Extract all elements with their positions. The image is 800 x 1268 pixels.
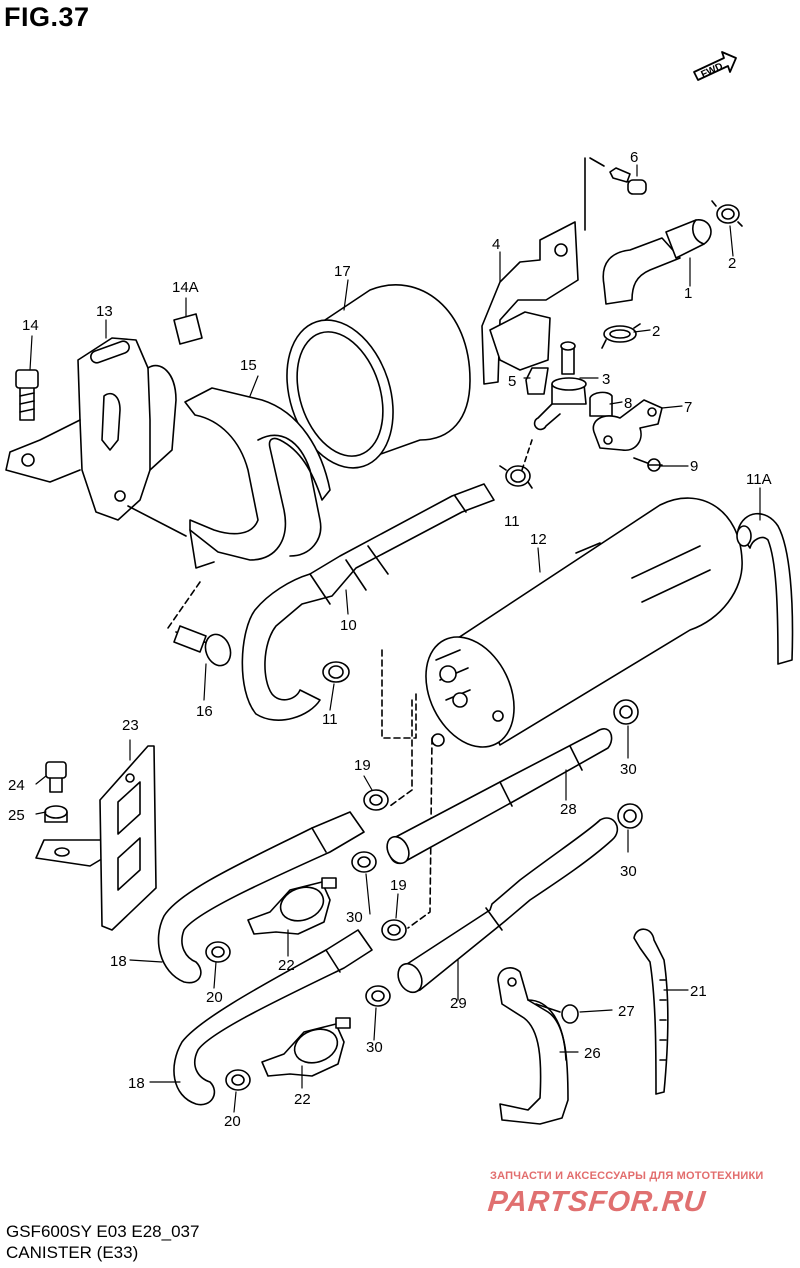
- part-24-bolt: [45, 761, 67, 793]
- part-30-clamp: [617, 803, 643, 829]
- part-20-clamp: [205, 941, 231, 963]
- callout-19: 19: [354, 757, 371, 774]
- callout-27: 27: [618, 1003, 635, 1020]
- callout-2: 2: [728, 255, 736, 272]
- callout-30: 30: [620, 863, 637, 880]
- part-21-cable-tie: [633, 928, 669, 1095]
- leader-dashed: [167, 581, 201, 629]
- callout-16: 16: [196, 703, 213, 720]
- part-15-bracket: [184, 387, 331, 569]
- part-26-holder: [497, 967, 569, 1125]
- callout-24: 24: [8, 777, 25, 794]
- part-16-screw: [173, 625, 232, 667]
- part-18-hose: [157, 811, 365, 984]
- callout-11A: 11A: [746, 471, 772, 488]
- leader-line: [127, 505, 187, 537]
- part-13-bracket: [5, 337, 177, 521]
- callout-21: 21: [690, 983, 707, 1000]
- part-30-clamp: [365, 985, 391, 1007]
- callout-22: 22: [278, 957, 295, 974]
- part-8-clamp: [589, 391, 613, 417]
- callout-22: 22: [294, 1091, 311, 1108]
- callout-4: 4: [492, 236, 500, 253]
- callout-12: 12: [530, 531, 547, 548]
- part-10-hose: [241, 483, 495, 721]
- callout-9: 9: [690, 458, 698, 475]
- callout-11: 11: [322, 711, 338, 728]
- part-4-bracket: [481, 157, 586, 385]
- part-17-cover: [286, 284, 471, 469]
- callout-3: 3: [602, 371, 610, 388]
- callout-23: 23: [122, 717, 139, 734]
- callout-labels: 6 2 1 2 4 3 5 8 7 9 11 17 15 13 14A 14 1…: [8, 149, 772, 1130]
- part-14A-cap: [173, 313, 203, 345]
- part-29-hose: [397, 817, 618, 994]
- part-12-canister: [425, 497, 743, 748]
- part-30-clamp: [351, 851, 377, 873]
- callout-5: 5: [508, 373, 516, 390]
- part-18-hose: [173, 929, 373, 1106]
- model-code: GSF600SY E03 E28_037: [6, 1222, 200, 1241]
- callout-11: 11: [504, 513, 520, 530]
- part-3-valve: [533, 341, 587, 431]
- callout-14: 14: [22, 317, 39, 334]
- svg-text:FWD: FWD: [699, 61, 724, 81]
- leader-dashed: [407, 737, 433, 929]
- part-2-clamp: [711, 200, 743, 227]
- callout-15: 15: [240, 357, 257, 374]
- callout-19: 19: [390, 877, 407, 894]
- section-title: CANISTER (E33): [6, 1243, 139, 1262]
- callout-18: 18: [110, 953, 127, 970]
- part-28-hose: [386, 728, 613, 865]
- part-11A-hose: [736, 512, 794, 665]
- part-6-bolt: [589, 157, 647, 195]
- fwd-arrow-icon: FWD: [693, 51, 737, 81]
- part-23-bracket: [35, 745, 157, 931]
- part-14-bolt: [15, 369, 39, 421]
- callout-1: 1: [684, 285, 692, 302]
- callout-10: 10: [340, 617, 357, 634]
- leader-dashed: [521, 439, 533, 471]
- part-9-screw: [633, 457, 663, 472]
- callout-leaders: [29, 164, 761, 1113]
- callout-30: 30: [620, 761, 637, 778]
- callout-7: 7: [684, 399, 692, 416]
- part-2-clamp: [601, 323, 641, 349]
- callout-2: 2: [652, 323, 660, 340]
- callout-20: 20: [206, 989, 223, 1006]
- leader-dashed: [389, 699, 413, 807]
- part-22-fitting: [247, 877, 337, 935]
- callout-30: 30: [346, 909, 363, 926]
- callout-20: 20: [224, 1113, 241, 1130]
- callout-18: 18: [128, 1075, 145, 1092]
- part-11-clamp: [499, 465, 533, 489]
- part-27-screw: [535, 1003, 579, 1024]
- callout-25: 25: [8, 807, 25, 824]
- part-11-clamp: [322, 661, 350, 683]
- watermark-caption: ЗАПЧАСТИ И АКСЕССУАРЫ ДЛЯ МОТОТЕХНИКИ: [490, 1170, 764, 1182]
- callout-28: 28: [560, 801, 577, 818]
- callout-17: 17: [334, 263, 351, 280]
- part-20-clamp: [225, 1069, 251, 1091]
- leader-dashed: [381, 649, 417, 739]
- callout-6: 6: [630, 149, 638, 166]
- callout-30: 30: [366, 1039, 383, 1056]
- part-19-clamp: [381, 919, 407, 941]
- callout-13: 13: [96, 303, 113, 320]
- part-22-fitting: [261, 1017, 351, 1077]
- part-7-bracket: [592, 399, 663, 451]
- callout-8: 8: [624, 395, 632, 412]
- part-30-clamp: [613, 699, 639, 725]
- part-25-nut: [44, 805, 68, 823]
- part-1-hose: [602, 219, 712, 305]
- figure-title: FIG.37: [4, 2, 90, 32]
- callout-26: 26: [584, 1045, 601, 1062]
- callout-14A: 14A: [172, 279, 199, 296]
- callout-29: 29: [450, 995, 467, 1012]
- part-5-clip: [525, 367, 549, 395]
- part-19-clamp: [363, 789, 389, 811]
